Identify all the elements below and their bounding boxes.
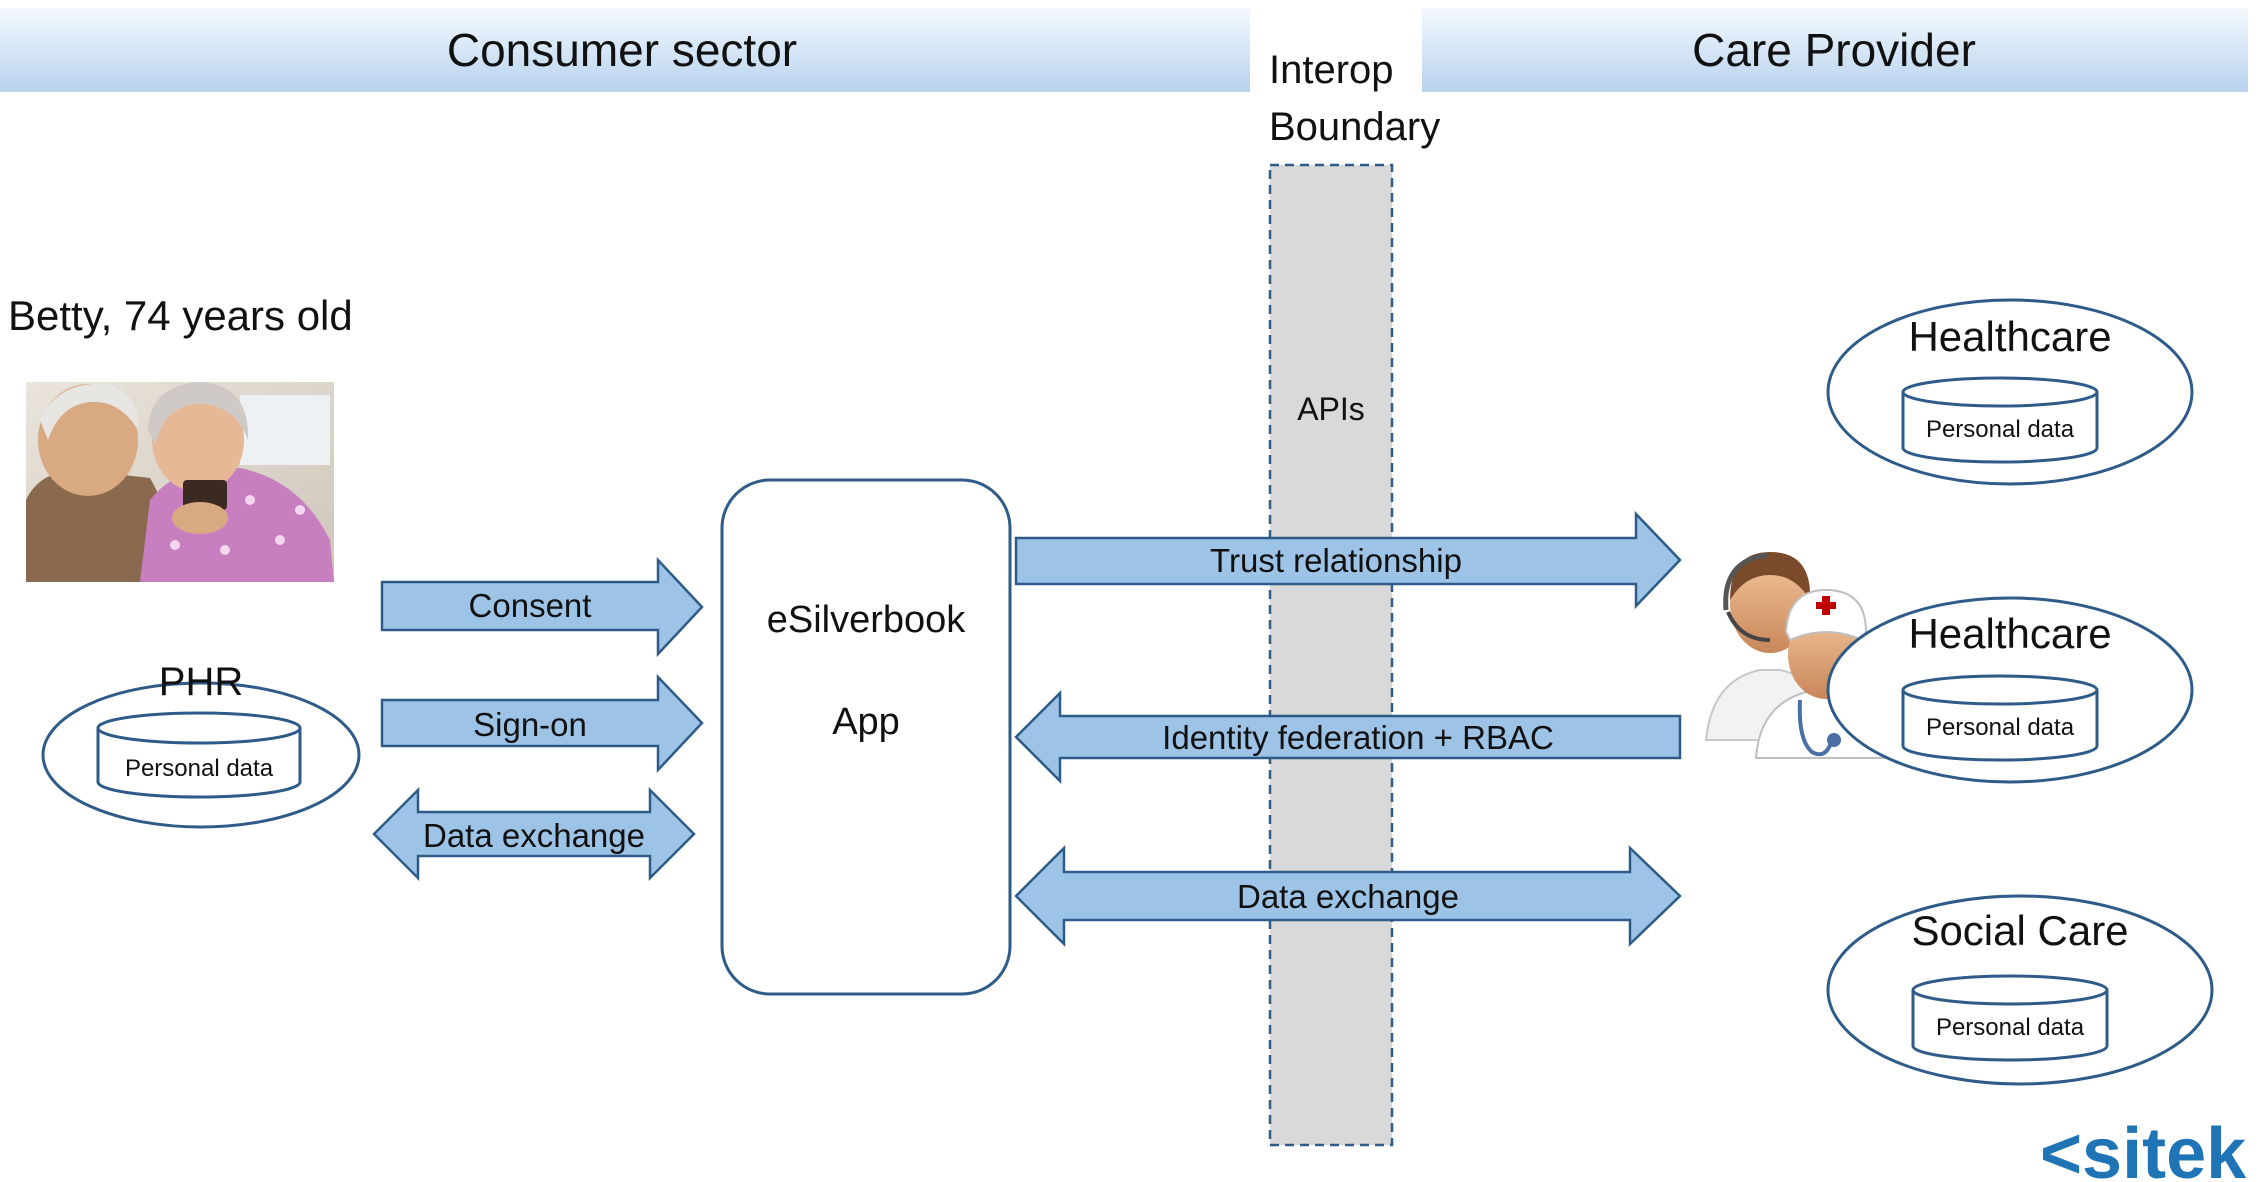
consumer-name: Betty, 74 years old	[8, 292, 353, 339]
healthcare-2-store-label: Personal data	[1926, 714, 2075, 741]
healthcare-2-data-store	[1901, 674, 2099, 762]
sitek-logo: <sitek	[2040, 1114, 2247, 1182]
identity-federation-arrow	[1014, 689, 1682, 785]
app-name-line2: App	[832, 701, 900, 743]
betty-photo	[26, 382, 334, 582]
interop-boundary-band	[1268, 163, 1394, 1147]
esilverbook-app-box	[720, 478, 1012, 996]
social-care-title: Social Care	[1911, 907, 2128, 954]
phr-title: PHR	[159, 660, 243, 704]
healthcare-1-title: Healthcare	[1908, 313, 2111, 360]
data-exchange-right-label: Data exchange	[1237, 878, 1459, 915]
social-care-data-store	[1911, 974, 2109, 1062]
care-provider-banner	[1422, 8, 2248, 92]
phr-data-store	[96, 711, 302, 799]
sign-on-label: Sign-on	[473, 706, 587, 743]
trust-relationship-arrow	[1014, 510, 1682, 610]
care-provider-title: Care Provider	[1692, 24, 1976, 76]
data-exchange-right-arrow	[1014, 844, 1682, 948]
interop-label-line1: Interop	[1269, 48, 1394, 92]
consumer-sector-banner	[0, 8, 1250, 92]
data-exchange-left-label: Data exchange	[423, 817, 645, 854]
data-exchange-left-arrow	[372, 786, 696, 882]
healthcare-2-title: Healthcare	[1908, 610, 2111, 657]
apis-label: APIs	[1297, 391, 1365, 427]
healthcare-1-data-store	[1901, 376, 2099, 464]
healthcare-1-store-label: Personal data	[1926, 416, 2075, 443]
consent-label: Consent	[469, 587, 592, 624]
sign-on-arrow	[380, 673, 704, 774]
identity-federation-label: Identity federation + RBAC	[1162, 719, 1554, 756]
interop-label-line2: Boundary	[1269, 105, 1440, 149]
trust-relationship-label: Trust relationship	[1210, 542, 1462, 579]
consent-arrow	[380, 556, 704, 658]
social-care-store-label: Personal data	[1936, 1014, 2085, 1041]
phr-store-label: Personal data	[125, 755, 274, 782]
app-name-line1: eSilverbook	[767, 599, 967, 641]
consumer-sector-title: Consumer sector	[447, 24, 797, 76]
